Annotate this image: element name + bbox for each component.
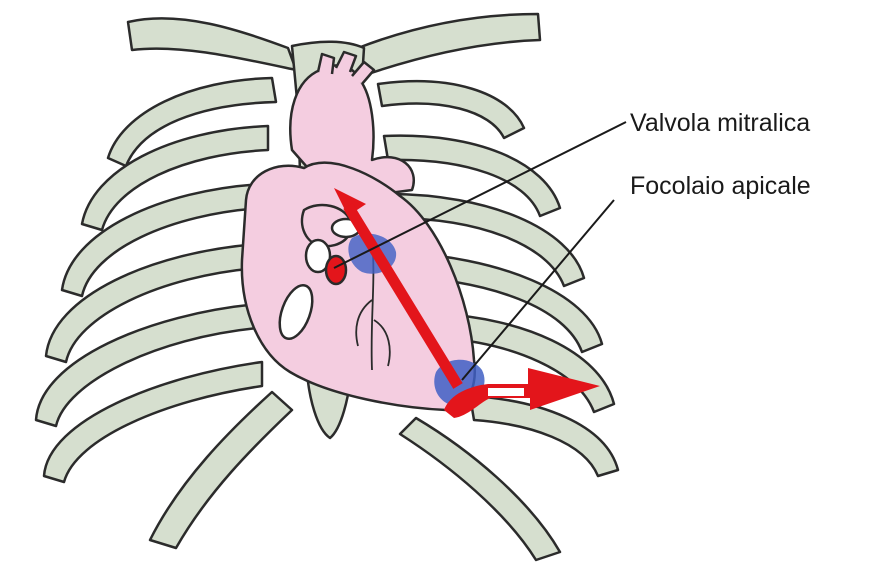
apical-focus-label: Focolaio apicale <box>630 172 811 200</box>
left-costal-arch <box>150 392 292 548</box>
mitral-valve-label: Valvola mitralica <box>630 109 810 137</box>
right-costal-arch <box>400 418 560 560</box>
left-clavicle <box>128 18 296 70</box>
apex-arrow-inner <box>488 388 524 396</box>
mitral-valve-marker <box>326 256 346 284</box>
right-clavicle <box>358 14 540 76</box>
right-rib-1 <box>378 81 524 138</box>
